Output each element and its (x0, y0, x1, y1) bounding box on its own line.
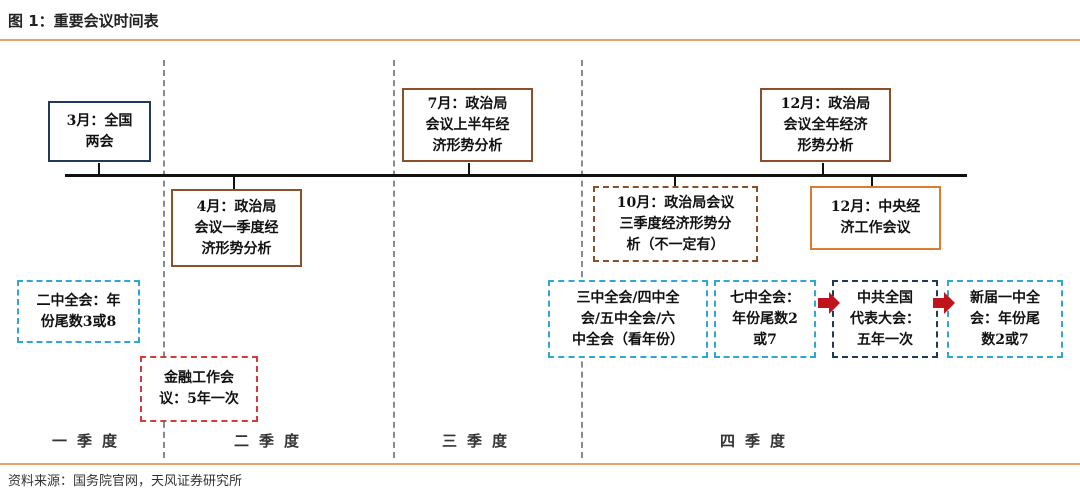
box-second-plenum: 二中全会：年 份尾数3或8 (17, 280, 140, 343)
quarter-separator-1 (163, 60, 165, 458)
box-october-politburo: 10月：政治局会议 三季度经济形势分 析（不一定有） (593, 186, 758, 262)
source-note: 资料来源：国务院官网，天风证券研究所 (8, 474, 243, 489)
box-new-first-plenum: 新届一中全 会：年份尾 数2或7 (947, 280, 1063, 358)
bottom-rule (0, 463, 1080, 465)
box-march-two-sessions: 3月：全国 两会 (48, 101, 151, 162)
timeline-tick-march (98, 163, 100, 175)
timeline-tick-december-politburo (822, 163, 824, 175)
right-arrow-icon (933, 292, 955, 314)
quarter-label-q1: 一季度 (52, 432, 128, 450)
box-seventh-plenum: 七中全会： 年份尾数2 或7 (714, 280, 816, 358)
right-arrow-icon (818, 292, 840, 314)
timeline-tick-april (233, 177, 235, 189)
box-december-economic-work: 12月：中央经 济工作会议 (810, 186, 941, 250)
quarter-separator-3 (581, 60, 583, 458)
timeline-tick-october (674, 177, 676, 189)
box-july-politburo: 7月：政治局 会议上半年经 济形势分析 (402, 88, 533, 162)
quarter-label-q4: 四季度 (720, 432, 796, 450)
quarter-label-q2: 二季度 (234, 432, 310, 450)
timeline-tick-july (468, 163, 470, 175)
box-december-politburo: 12月：政治局 会议全年经济 形势分析 (760, 88, 891, 162)
box-third-to-sixth-plenum: 三中全会/四中全 会/五中全会/六 中全会（看年份） (548, 280, 708, 358)
title-rule (0, 39, 1080, 41)
box-april-politburo: 4月：政治局 会议一季度经 济形势分析 (171, 189, 302, 267)
box-finance-work-conference: 金融工作会 议：5年一次 (140, 356, 258, 422)
timeline-axis (65, 174, 967, 177)
page-title: 图 1：重要会议时间表 (8, 12, 159, 30)
quarter-label-q3: 三季度 (442, 432, 518, 450)
quarter-separator-2 (393, 60, 395, 458)
box-national-congress: 中共全国 代表大会： 五年一次 (832, 280, 938, 358)
timeline-tick-december-economic (871, 177, 873, 189)
